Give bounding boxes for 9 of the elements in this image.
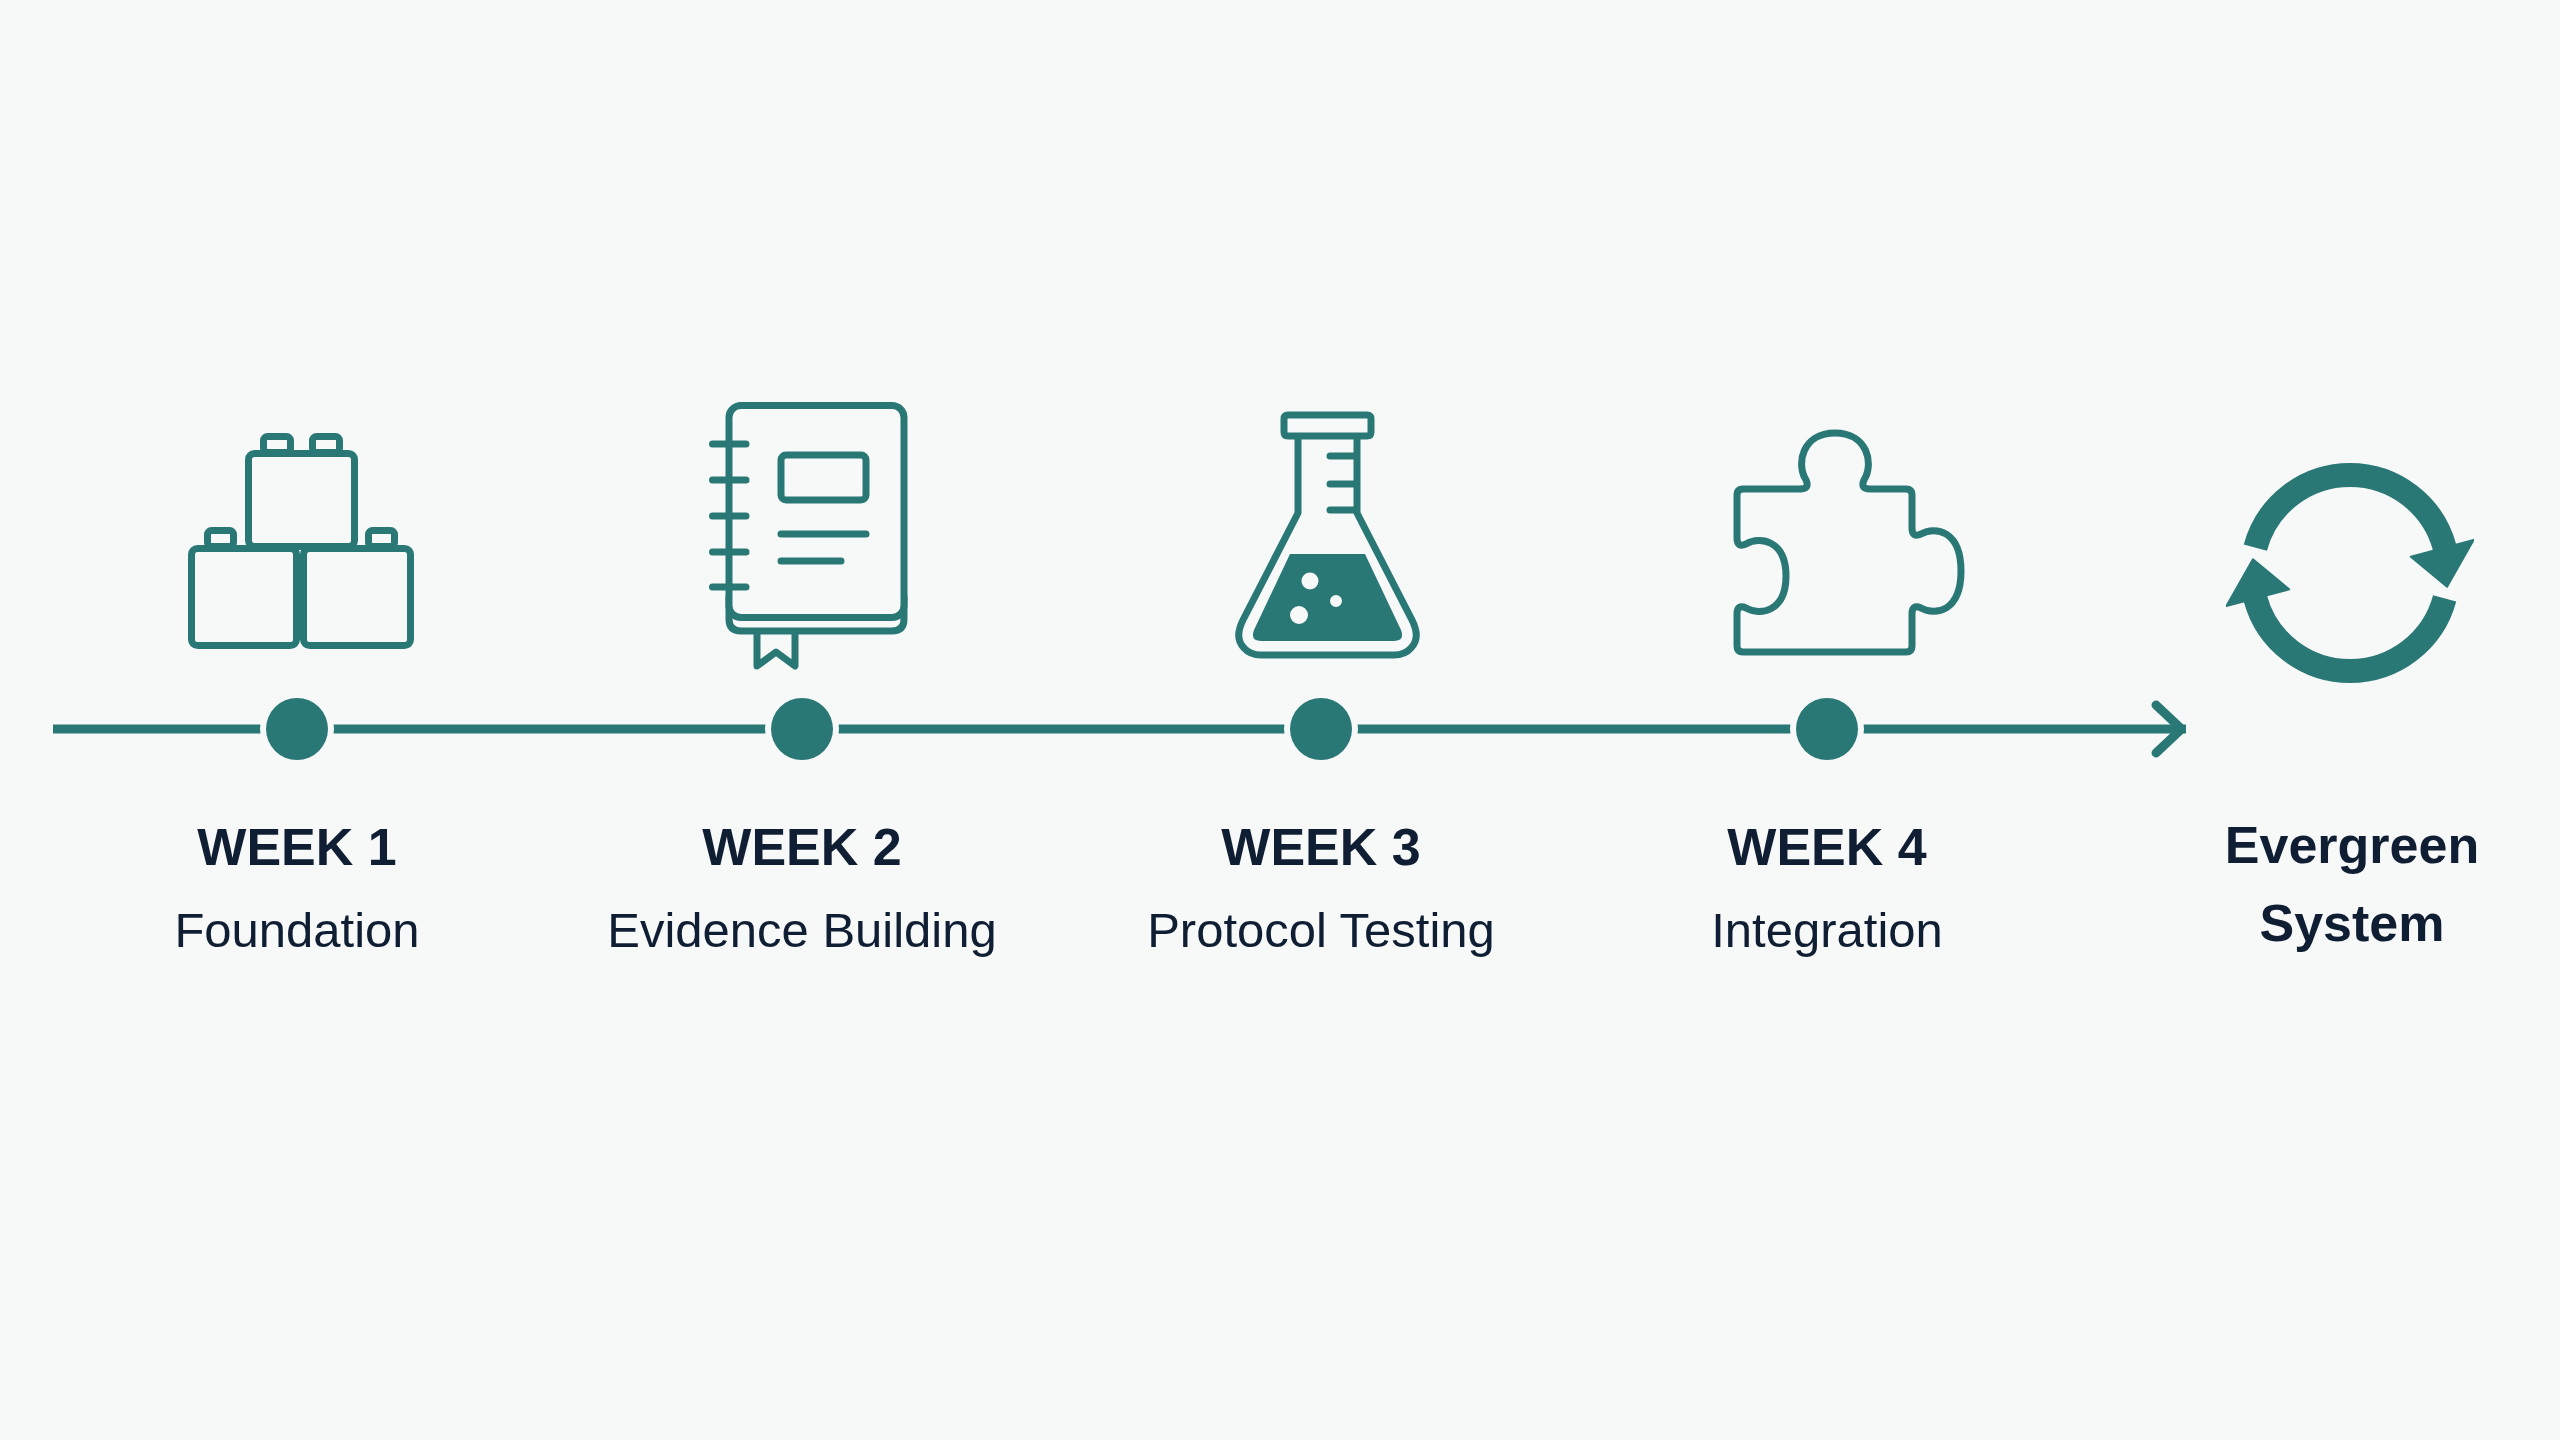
phase-label: Evidence Building	[607, 902, 997, 959]
week-label: WEEK 2	[702, 817, 902, 877]
phase-label: Integration	[1711, 902, 1943, 959]
phase-label: Protocol Testing	[1147, 902, 1495, 959]
week-label: WEEK 3	[1221, 817, 1421, 877]
stage-label: Evergreen System	[2224, 815, 2480, 954]
phase-label: Foundation	[174, 902, 420, 959]
week-label: WEEK 1	[197, 817, 397, 877]
week-label: WEEK 4	[1727, 817, 1927, 877]
